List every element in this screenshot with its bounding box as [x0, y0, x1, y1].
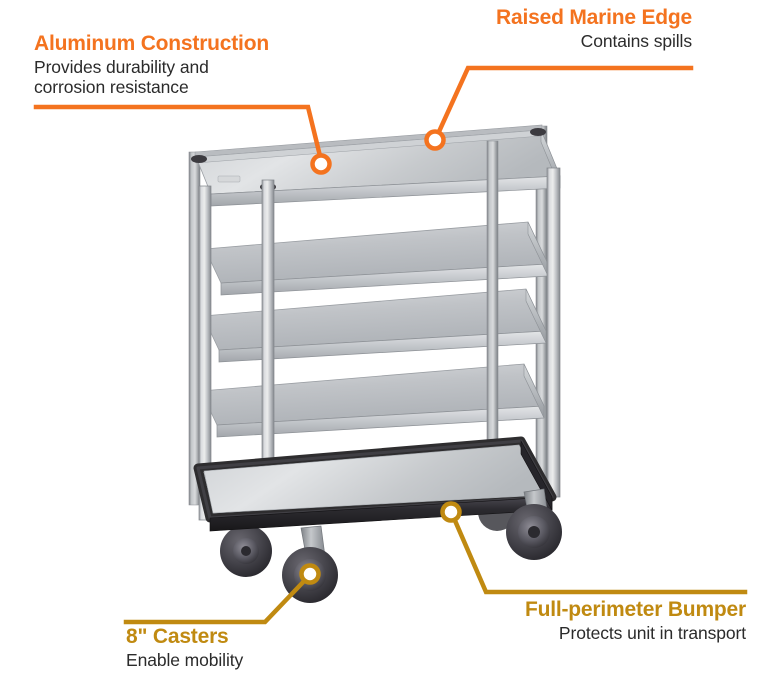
callout-subtitle-bumper: Protects unit in transport	[558, 622, 746, 643]
leader-line-aluminum	[33, 104, 324, 163]
marker-aluminum	[310, 153, 332, 175]
marker-bumper	[440, 501, 462, 523]
shelf-bottom-deck	[193, 436, 557, 532]
callout-subtitle-marine-edge: Contains spills	[580, 30, 692, 51]
caster-rear-left	[220, 525, 272, 577]
callout-subtitle-aluminum-line1: Provides durability and	[34, 56, 209, 77]
leader-line-marine-edge	[434, 65, 694, 139]
marker-casters	[299, 563, 321, 585]
leader-line-casters	[123, 574, 311, 625]
shelf-3	[202, 288, 547, 363]
callout-title-casters: 8" Casters	[126, 625, 229, 648]
marker-marine-edge	[424, 129, 446, 151]
callout-8-inch-casters: 8" Casters Enable mobility	[126, 625, 426, 670]
caster-front-right	[506, 488, 562, 560]
callout-title-marine-edge: Raised Marine Edge	[496, 6, 692, 29]
leader-markers	[299, 129, 462, 585]
callout-subtitle-aluminum-line2: corrosion resistance	[34, 77, 189, 98]
frame-front-posts	[198, 140, 561, 521]
callout-subtitle-casters: Enable mobility	[126, 649, 244, 670]
callout-aluminum-construction: Aluminum Construction Provides durabilit…	[34, 32, 334, 98]
leader-line-bumper	[450, 513, 748, 595]
callout-title-bumper: Full-perimeter Bumper	[524, 598, 746, 621]
callout-title-aluminum: Aluminum Construction	[34, 32, 269, 55]
shelf-4	[200, 363, 545, 438]
callout-full-perimeter-bumper: Full-perimeter Bumper Protects unit in t…	[430, 598, 746, 643]
callout-raised-marine-edge: Raised Marine Edge Contains spills	[400, 6, 692, 51]
